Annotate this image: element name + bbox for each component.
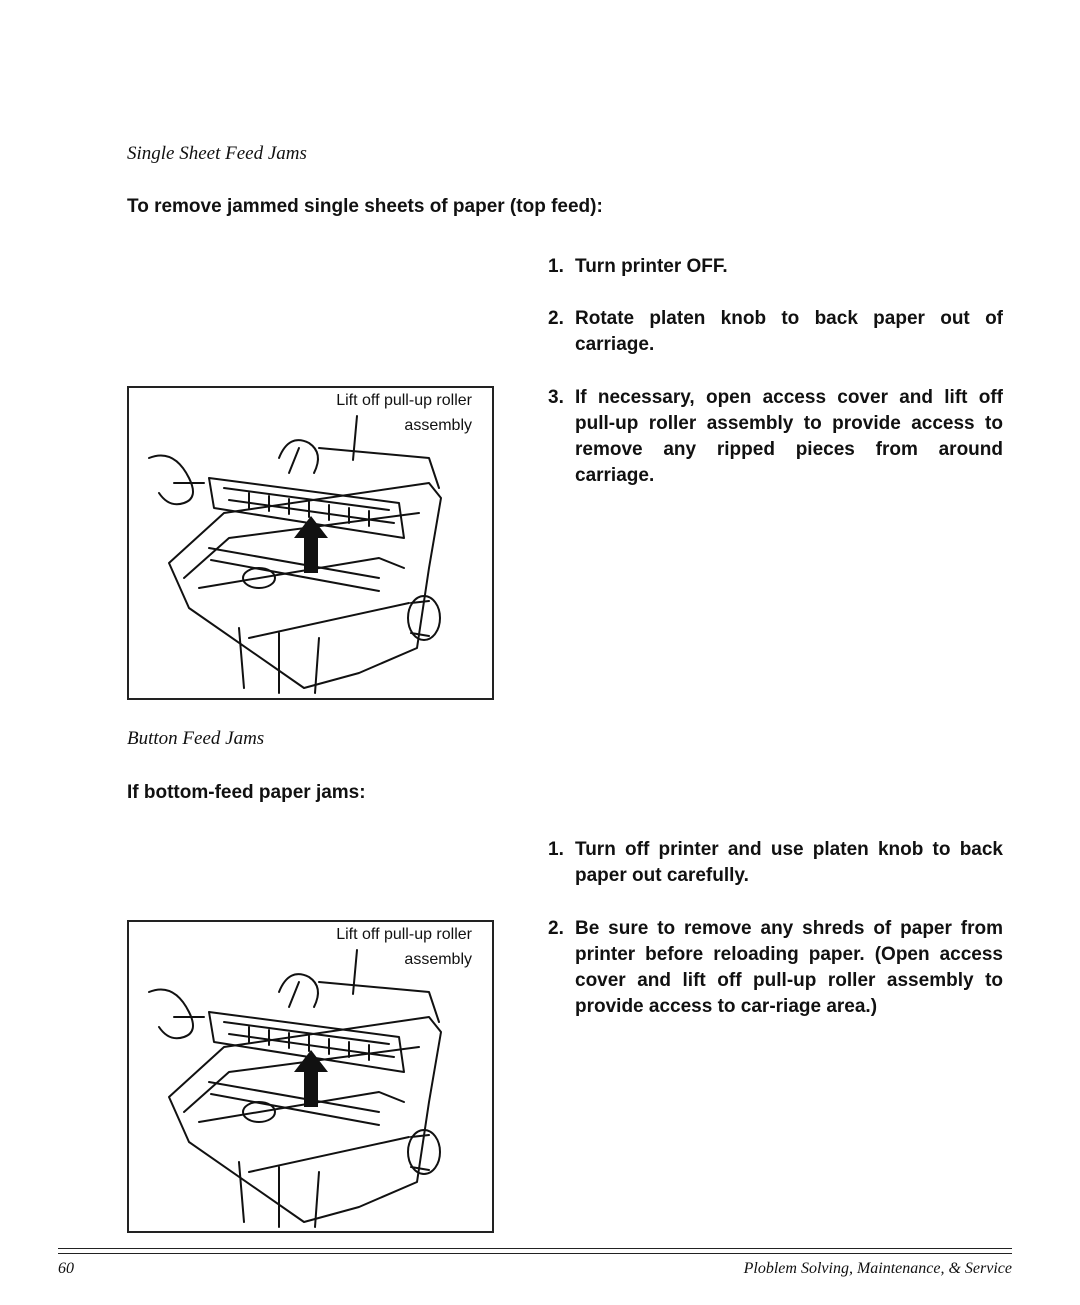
figure-printer-roller-bottom: Lift off pull-up roller assembly (127, 920, 494, 1233)
footer-rule (58, 1253, 1012, 1254)
step-3-top-feed: 3. If necessary, open access cover and l… (548, 387, 1003, 486)
step-2-bottom-feed: 2. Be sure to remove any shreds of paper… (548, 918, 1003, 1017)
page-number: 60 (58, 1260, 74, 1277)
step-1-top-feed: 1. Turn printer OFF. (548, 256, 728, 277)
printer-illustration (148, 949, 442, 1228)
footer-rule (58, 1248, 1012, 1249)
section-title-single-sheet: Single Sheet Feed Jams (127, 143, 307, 164)
figure-printer-roller-top: Lift off pull-up roller assembly (127, 386, 494, 700)
chapter-title: Ploblem Solving, Maintenance, & Service (743, 1260, 1012, 1277)
section-title-button-feed: Button Feed Jams (127, 728, 265, 749)
section-heading-top-feed: To remove jammed single sheets of paper … (127, 196, 603, 217)
step-2-top-feed: 2. Rotate platen knob to back paper out … (548, 308, 1003, 355)
printer-illustration (148, 415, 442, 694)
step-1-bottom-feed: 1. Turn off printer and use platen knob … (548, 839, 1003, 886)
section-heading-bottom-feed: If bottom-feed paper jams: (127, 782, 366, 803)
figure-caption: Lift off pull-up roller assembly (336, 926, 472, 968)
figure-caption: Lift off pull-up roller assembly (336, 392, 472, 434)
